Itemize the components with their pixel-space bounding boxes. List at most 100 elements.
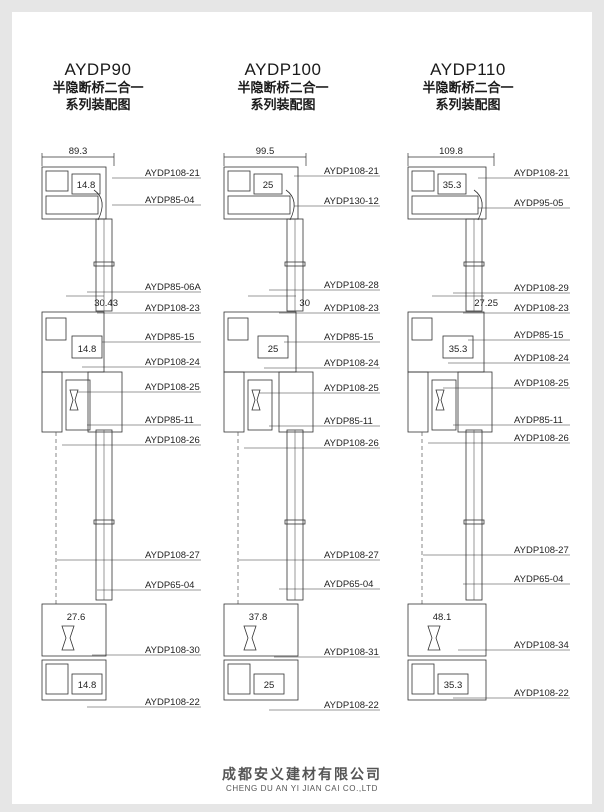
column-title-3: AYDP110 半隐断桥二合一 系列装配图 (393, 60, 543, 114)
width-dimension: 89.3 (69, 146, 88, 157)
part-label: AYDP108-22 (324, 700, 379, 711)
part-label: AYDP108-26 (145, 435, 200, 446)
part-label: AYDP85-06A (145, 282, 201, 293)
transom-frame-profile (41, 311, 105, 373)
part-label: AYDP108-25 (514, 378, 569, 389)
top-frame-profile (41, 166, 107, 220)
part-label: AYDP108-24 (145, 357, 200, 368)
part-label: AYDP108-26 (514, 433, 569, 444)
screen-sash-profile (431, 379, 457, 431)
part-label: AYDP108-21 (324, 166, 379, 177)
profile-dimension: 14.8 (78, 680, 97, 691)
glass-sash-profile (278, 371, 314, 433)
part-label: AYDP108-34 (514, 640, 569, 651)
part-label: AYDP108-23 (145, 303, 200, 314)
series-subtitle: 系列装配图 (435, 98, 501, 113)
part-label: AYDP108-24 (514, 353, 569, 364)
part-label: AYDP108-22 (145, 697, 200, 708)
series-code: AYDP100 (244, 60, 322, 79)
company-name-cn: 成都安义建材有限公司 (222, 767, 382, 783)
part-label: AYDP65-04 (514, 574, 563, 585)
column-drawing-1: 89.314.814.830.4327.614.8AYDP108-21AYDP8… (41, 146, 201, 708)
outer-frame-profile (407, 371, 429, 433)
part-label: AYDP108-26 (324, 438, 379, 449)
series-name: 半隐断桥二合一 (422, 81, 514, 96)
part-label: AYDP108-25 (324, 383, 379, 394)
profile-dimension: 14.8 (78, 344, 97, 355)
transom-frame-profile (407, 311, 485, 373)
sash-bottom-profile (407, 603, 487, 657)
frame-chamber (227, 170, 251, 192)
top-frame-profile (407, 166, 487, 220)
part-label: AYDP108-28 (324, 280, 379, 291)
sash-bottom-profile (41, 603, 107, 657)
series-name: 半隐断桥二合一 (237, 81, 329, 96)
frame-chamber (45, 317, 67, 341)
frame-chamber (227, 317, 249, 341)
thermal-break-chamber (253, 173, 283, 195)
profile-dimension: 35.3 (444, 680, 463, 691)
frame-chamber (45, 663, 69, 695)
sash-dimension: 37.8 (249, 612, 268, 623)
frame-chamber (227, 195, 291, 215)
thermal-break-chamber (437, 673, 469, 695)
profile-dimension: 35.3 (449, 344, 468, 355)
bottom-frame-profile (223, 659, 299, 701)
part-label: AYDP108-27 (324, 550, 379, 561)
bottom-frame-profile (41, 659, 107, 701)
column-drawing-2: 99.525253037.825AYDP108-21AYDP130-12AYDP… (223, 146, 380, 711)
glass-spacer (93, 519, 115, 525)
part-label: AYDP108-23 (324, 303, 379, 314)
screen-sash-profile (247, 379, 273, 431)
thermal-break-chamber (257, 335, 289, 359)
footer: 成都安义建材有限公司 CHENG DU AN YI JIAN CAI CO.,L… (0, 764, 604, 793)
part-label: AYDP108-27 (145, 550, 200, 561)
thermal-break-chamber (71, 335, 103, 359)
profile-dimension: 25 (264, 680, 275, 691)
part-label: AYDP85-11 (324, 416, 373, 427)
thermal-break-chamber (71, 673, 103, 695)
thermal-break-chamber (437, 173, 467, 195)
part-label: AYDP108-30 (145, 645, 200, 656)
part-label: AYDP95-05 (514, 198, 563, 209)
sash-profile-curve (473, 189, 483, 221)
part-label: AYDP108-22 (514, 688, 569, 699)
part-label: AYDP85-11 (145, 415, 194, 426)
width-dimension: 99.5 (256, 146, 275, 157)
part-label: AYDP65-04 (145, 580, 194, 591)
glass-spacer (284, 261, 306, 267)
part-label: AYDP108-27 (514, 545, 569, 556)
thermal-break-chamber (253, 673, 285, 695)
series-name: 半隐断桥二合一 (52, 81, 144, 96)
sash-dimension: 48.1 (433, 612, 452, 623)
outer-frame-profile (223, 371, 245, 433)
sash-dimension: 27.6 (67, 612, 86, 623)
glass-spacer (463, 261, 485, 267)
part-label: AYDP108-29 (514, 283, 569, 294)
part-label: AYDP108-31 (324, 647, 379, 658)
frame-chamber (45, 170, 69, 192)
part-label: AYDP85-15 (145, 332, 194, 343)
thermal-break-chamber (71, 173, 101, 195)
glass-sash-profile (87, 371, 123, 433)
series-subtitle: 系列装配图 (65, 98, 131, 113)
sash-profile-curve (285, 189, 295, 221)
series-code: AYDP110 (430, 60, 506, 79)
glass-spacer (284, 519, 306, 525)
part-label: AYDP85-15 (514, 330, 563, 341)
part-label: AYDP108-21 (514, 168, 569, 179)
bottom-frame-profile (407, 659, 487, 701)
thermal-break-chamber (442, 335, 474, 359)
series-subtitle: 系列装配图 (250, 98, 316, 113)
part-label: AYDP85-04 (145, 195, 194, 206)
part-label: AYDP108-25 (145, 382, 200, 393)
series-code: AYDP90 (64, 60, 132, 79)
thermal-strip (69, 389, 79, 411)
column-title-1: AYDP90 半隐断桥二合一 系列装配图 (23, 60, 173, 114)
part-label: AYDP65-04 (324, 579, 373, 590)
frame-chamber (411, 317, 433, 341)
width-dimension: 109.8 (439, 146, 463, 157)
top-frame-profile (223, 166, 299, 220)
part-label: AYDP108-24 (324, 358, 379, 369)
profile-dimension: 35.3 (443, 180, 462, 191)
